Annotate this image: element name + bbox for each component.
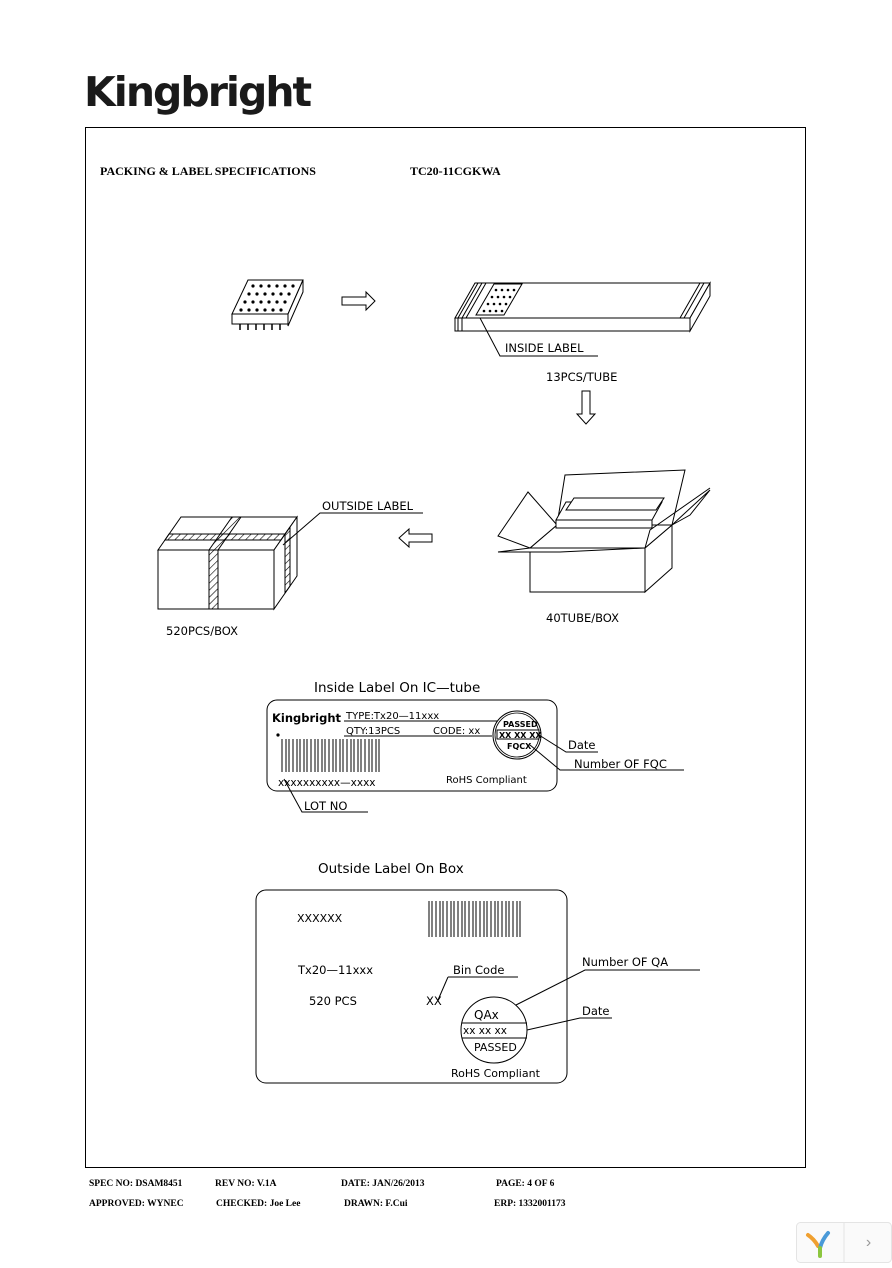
viewer-nav-widget: › [796,1222,892,1263]
footer-erp: ERP: 1332001173 [494,1199,566,1209]
inside-label-code: CODE: xx [433,726,480,737]
arrow-right-icon [341,290,376,312]
inside-label-type: TYPE:Tx20—11xxx [345,711,439,722]
outside-label-type: Tx20—11xxx [297,963,373,977]
inside-label-title: Inside Label On IC—tube [314,680,480,696]
open-box-drawing [497,469,711,594]
led-component-drawing [231,279,304,330]
part-number: TC20-11CGKWA [410,164,501,178]
callout-number-of-fqc: Number OF FQC [574,757,667,771]
outside-label-rohs: RoHS Compliant [451,1067,541,1080]
arrow-down-icon [575,390,597,425]
fqc-stamp-passed: PASSED [503,720,538,729]
inside-label-lot-value: xxxxxxxxxx—xxxx [278,777,376,789]
inside-label-qty: QTY:13PCS [346,726,400,737]
closed-box-drawing [157,512,423,611]
outside-label-qty: 520 PCS [309,994,357,1008]
footer-date: DATE: JAN/26/2013 [341,1179,425,1189]
footer-approved: APPROVED: WYNEC [89,1199,184,1209]
outside-label-title: Outside Label On Box [318,861,464,877]
footer-checked: CHECKED: Joe Lee [216,1199,301,1209]
inside-label-rohs: RoHS Compliant [446,775,527,786]
inside-label-brand: Kingbright [272,711,342,725]
outside-label-barcode [428,901,521,937]
callout-lot-no: LOT NO [304,799,347,813]
app-logo-icon [806,1231,830,1258]
footer-page: PAGE: 4 OF 6 [496,1179,555,1189]
outside-label-bin-code: Bin Code [453,963,504,977]
section-title: PACKING & LABEL SPECIFICATIONS [100,164,316,178]
callout-number-of-qa: Number OF QA [582,955,668,969]
fqc-stamp-fqc: FQCX [507,742,532,751]
inside-label-barcode [281,739,380,772]
pcs-per-box-caption: 520PCS/BOX [166,624,238,638]
ic-tube-drawing [454,281,711,357]
pcs-per-tube-caption: 13PCS/TUBE [546,370,617,384]
callout-outside-date: Date [582,1004,610,1018]
outside-label-bin-value: XX [426,994,442,1008]
callout-date: Date [568,738,596,752]
next-page-chevron-icon[interactable]: › [865,1233,872,1251]
content-frame [85,127,806,1168]
outside-label-code: XXXXXX [297,912,343,925]
tube-per-box-caption: 40TUBE/BOX [546,611,619,625]
inside-label-caption: INSIDE LABEL [505,341,584,355]
qa-stamp-qa: QAx [474,1008,499,1022]
qa-stamp-date: xx xx xx [463,1025,507,1037]
fqc-stamp-date: XX XX XX [499,731,542,740]
arrow-left-icon [398,527,433,549]
footer-spec-no: SPEC NO: DSAM8451 [89,1179,183,1189]
footer-rev-no: REV NO: V.1A [215,1179,277,1189]
qa-stamp-passed: PASSED [474,1041,517,1054]
kingbright-logo: Kingbright [84,68,312,116]
footer-drawn: DRAWN: F.Cui [344,1199,408,1209]
outside-label-caption: OUTSIDE LABEL [322,499,414,513]
